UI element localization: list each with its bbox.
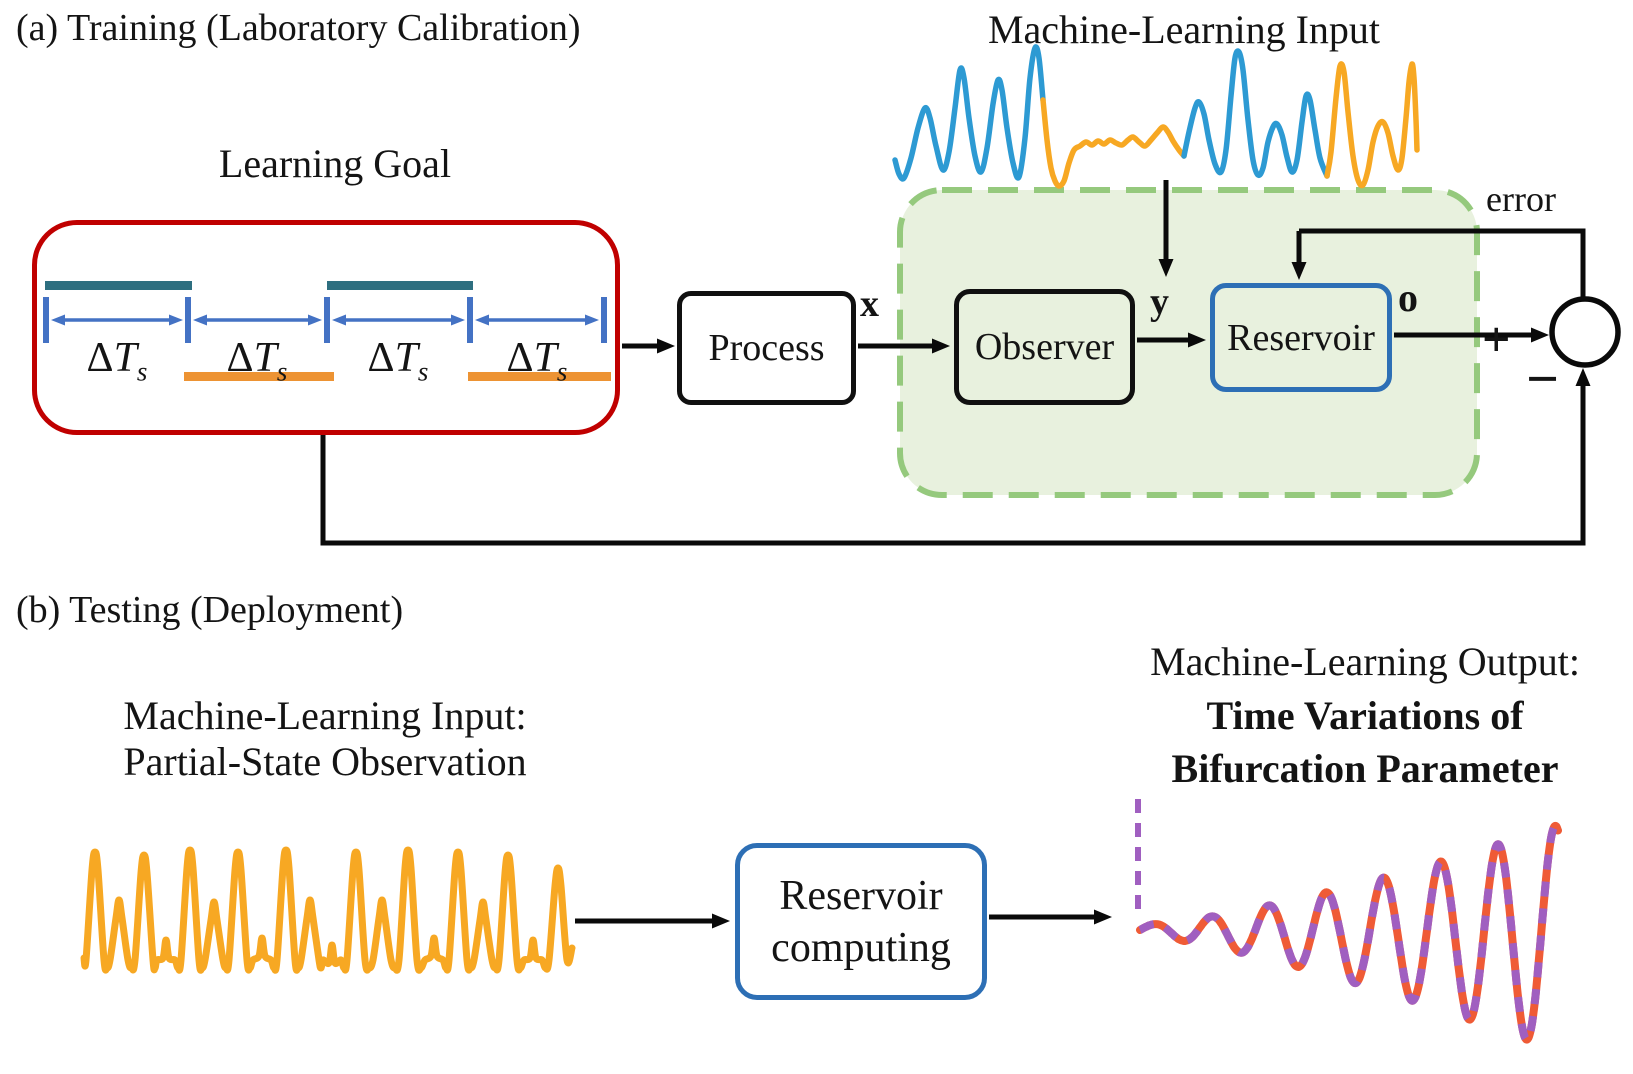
- section-b-title: (b) Testing (Deployment): [16, 589, 404, 631]
- arrow-goal-to-process-head: [657, 338, 675, 354]
- learning-goal-box: [32, 220, 620, 435]
- interval-arrow-1-head-right: [169, 314, 183, 326]
- reservoir-box: Reservoir: [1210, 283, 1392, 392]
- plus-sign: +: [1482, 311, 1511, 367]
- interval-label-3: ΔTs: [328, 335, 468, 385]
- t-symbol: T: [533, 335, 557, 381]
- ml-output-label-line1: Machine-Learning Output:: [1150, 639, 1580, 684]
- test-input-label-line1: Machine-Learning Input:: [123, 693, 527, 738]
- t-symbol: T: [394, 335, 418, 381]
- subscript-s: s: [556, 356, 568, 387]
- observer-label: Observer: [974, 326, 1115, 368]
- interval-arrow-2-head-left: [193, 314, 207, 326]
- teal-state-bar-1: [45, 281, 192, 290]
- error-feedback-line: [1299, 228, 1586, 299]
- error-label: error: [1486, 179, 1556, 219]
- interval-tick-5: [601, 297, 607, 343]
- interval-arrow-4-head-right: [585, 314, 599, 326]
- signal-o-label: o: [1398, 275, 1418, 320]
- arrow-reservoir-to-comparator-head: [1531, 327, 1549, 343]
- interval-label-4: ΔTs: [467, 335, 607, 385]
- ml-input-signal-segment-1: [892, 44, 1046, 182]
- delta-symbol: Δ: [226, 335, 254, 381]
- orange-state-bar-2: [468, 372, 611, 381]
- interval-arrow-3-head-right: [451, 314, 465, 326]
- arrow-signal-to-rescomp-head: [712, 913, 730, 929]
- interval-arrow-3-head-left: [332, 314, 346, 326]
- delta-symbol: Δ: [86, 335, 114, 381]
- process-box: Process: [677, 291, 856, 405]
- teal-state-bar-2: [327, 281, 473, 290]
- reservoir-computing-label-line1: Reservoir: [779, 872, 943, 919]
- learning-goal-label: Learning Goal: [218, 141, 452, 186]
- ml-output-label-line3: Bifurcation Parameter: [1171, 746, 1559, 791]
- arrow-error-to-reservoir-head: [1291, 262, 1307, 280]
- signal-x-label: x: [860, 283, 879, 325]
- ml-input-signal-segment-2: [1040, 97, 1187, 189]
- delta-symbol: Δ: [506, 335, 534, 381]
- observer-box: Observer: [954, 289, 1135, 405]
- interval-tick-4: [467, 297, 473, 343]
- minus-sign: −: [1526, 346, 1560, 411]
- delta-symbol: Δ: [367, 335, 395, 381]
- ml-input-signal-segment-3: [1181, 48, 1330, 179]
- ml-input-title: Machine-Learning Input: [987, 7, 1381, 52]
- interval-label-1: ΔTs: [47, 335, 187, 385]
- ml-output-label-line2: Time Variations of: [1206, 693, 1524, 738]
- t-symbol: T: [113, 335, 137, 381]
- goal-feedback-line: [320, 435, 1586, 546]
- arrow-process-to-observer-head: [932, 338, 950, 354]
- reservoir-computing-box: Reservoir computing: [735, 843, 987, 1000]
- ml-input-signal-segment-4: [1324, 61, 1420, 189]
- arrow-mlinput-down-head: [1158, 259, 1174, 277]
- output-wave-true: [1136, 821, 1562, 1044]
- test-input-label-line2: Partial-State Observation: [123, 739, 527, 784]
- subscript-s: s: [417, 356, 429, 387]
- test-input-signal: [80, 846, 576, 974]
- interval-label-2: ΔTs: [187, 335, 327, 385]
- interval-arrow-2-head-right: [308, 314, 322, 326]
- arrow-goal-to-comparator-head: [1575, 368, 1591, 386]
- arrow-rescomp-to-output-head: [1094, 909, 1112, 925]
- process-label: Process: [708, 327, 825, 369]
- reservoir-computing-label-line2: computing: [771, 924, 951, 971]
- arrow-observer-to-reservoir-head: [1188, 332, 1206, 348]
- subscript-s: s: [136, 356, 148, 387]
- interval-tick-2: [185, 297, 191, 343]
- interval-arrow-4-head-left: [475, 314, 489, 326]
- interval-arrow-1-head-left: [51, 314, 65, 326]
- interval-tick-1: [43, 297, 49, 343]
- interval-tick-3: [324, 297, 330, 343]
- t-symbol: T: [253, 335, 277, 381]
- subscript-s: s: [276, 356, 288, 387]
- comparator-circle: [1549, 296, 1621, 368]
- output-wave-predicted: [1138, 821, 1562, 1044]
- reservoir-label: Reservoir: [1227, 316, 1375, 359]
- orange-state-bar-1: [184, 372, 334, 381]
- section-a-title: (a) Training (Laboratory Calibration): [16, 7, 581, 49]
- signal-y-label: y: [1150, 281, 1169, 323]
